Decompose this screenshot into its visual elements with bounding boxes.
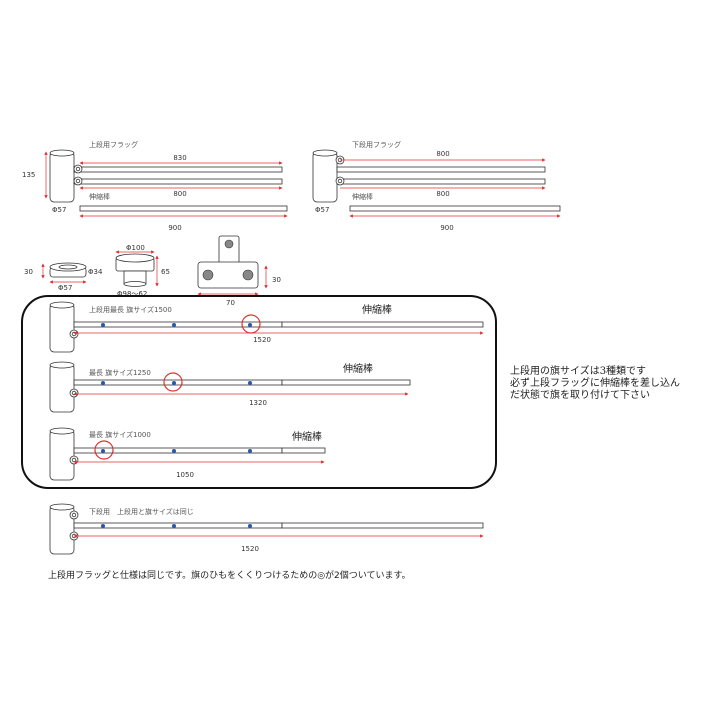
config-1250 bbox=[49, 361, 411, 413]
telescopic-right-label: 伸縮棒 bbox=[352, 192, 373, 201]
pin-hole bbox=[172, 449, 176, 453]
upper-flag-bottom-bar bbox=[73, 178, 283, 185]
lower-config-label: 下段用 上段用と旗サイズは同じ bbox=[89, 507, 194, 516]
config-1250-length: 1320 bbox=[249, 399, 267, 407]
pin-hole bbox=[248, 449, 252, 453]
bracket-part-height: 30 bbox=[272, 276, 281, 284]
config-1250-rod-label: 伸縮棒 bbox=[343, 362, 373, 375]
config-1500-rod-label: 伸縮棒 bbox=[362, 303, 392, 316]
lower-config-length: 1520 bbox=[241, 545, 259, 553]
cap-part-bottom-diameter: Φ98～62 bbox=[117, 290, 147, 298]
side-note-line-3: だ状態で旗を取り付けて下さい bbox=[510, 388, 650, 401]
config-1000 bbox=[49, 427, 326, 481]
bracket-part bbox=[197, 235, 268, 296]
config-1000-rod-label: 伸縮棒 bbox=[292, 430, 322, 443]
telescopic-left-label: 伸縮棒 bbox=[89, 192, 110, 201]
cap-part-height: 65 bbox=[161, 268, 170, 276]
telescopic-right-length: 900 bbox=[440, 224, 453, 232]
config-1500 bbox=[49, 301, 484, 353]
selected-hole-highlight bbox=[94, 440, 114, 460]
config-1000-label: 最長 旗サイズ1000 bbox=[89, 430, 151, 439]
pin-hole bbox=[248, 524, 252, 528]
lower-flag-label: 下段用フラッグ bbox=[352, 140, 401, 149]
telescopic-rod-left bbox=[79, 205, 288, 212]
lower-flag-post bbox=[312, 151, 338, 203]
upper-flag-ring-inner-icon bbox=[75, 166, 81, 172]
upper-flag-height: 135 bbox=[22, 171, 35, 179]
upper-flag-diameter: Φ57 bbox=[52, 206, 66, 214]
pin-hole bbox=[172, 524, 176, 528]
lower-flag-top-bar bbox=[336, 166, 546, 173]
upper-flag-post bbox=[49, 151, 75, 203]
lower-flag-post-top bbox=[312, 149, 338, 157]
pin-hole bbox=[248, 381, 252, 385]
lower-flag-diameter: Φ57 bbox=[315, 206, 329, 214]
upper-flag-top-length: 830 bbox=[173, 154, 186, 162]
telescopic-left-length: 900 bbox=[168, 224, 181, 232]
ring-part bbox=[41, 262, 87, 284]
side-note-line-1: 上段用の旗サイズは3種類です bbox=[510, 364, 646, 377]
lower-config bbox=[49, 503, 484, 555]
side-note-line-2: 必ず上段フラッグに伸縮棒を差し込ん bbox=[510, 376, 680, 389]
lower-flag-bottom-length: 800 bbox=[436, 190, 449, 198]
config-1250-label: 最長 旗サイズ1250 bbox=[89, 368, 151, 377]
lower-flag-top-length: 800 bbox=[436, 150, 449, 158]
config-1500-label: 上段用最長 旗サイズ1500 bbox=[89, 305, 172, 314]
ring-part-outer-diameter: Φ57 bbox=[58, 284, 72, 292]
pin-hole bbox=[101, 381, 105, 385]
ring-part-height: 30 bbox=[24, 268, 33, 276]
cap-part bbox=[115, 250, 159, 287]
pin-hole bbox=[172, 323, 176, 327]
config-1000-length: 1050 bbox=[176, 471, 194, 479]
pin-hole bbox=[172, 381, 176, 385]
upper-flag-label: 上段用フラッグ bbox=[89, 140, 138, 149]
cap-part-top-diameter: Φ100 bbox=[126, 244, 145, 252]
upper-flag-bottom-length: 800 bbox=[173, 190, 186, 198]
pin-hole bbox=[101, 524, 105, 528]
pin-hole bbox=[101, 449, 105, 453]
upper-flag-top-bar bbox=[73, 166, 283, 173]
telescopic-rod-right bbox=[349, 205, 561, 212]
lower-flag-bottom-bar bbox=[336, 178, 546, 185]
footer-note: 上段用フラッグと仕様は同じです。旗のひもをくくりつけるための◎が2個ついています… bbox=[48, 569, 411, 581]
pin-hole bbox=[101, 323, 105, 327]
configurations-frame bbox=[21, 295, 497, 489]
selected-hole-highlight bbox=[163, 372, 183, 392]
config-1500-length: 1520 bbox=[253, 336, 271, 344]
upper-flag-ring-inner-icon bbox=[75, 178, 81, 184]
ring-part-inner-diameter: Φ34 bbox=[88, 268, 103, 276]
upper-flag-drawing bbox=[44, 149, 283, 203]
bracket-part-width: 70 bbox=[226, 299, 235, 307]
lower-flag-drawing bbox=[312, 149, 546, 203]
pin-hole bbox=[248, 323, 252, 327]
lower-flag-ring-inner-icon bbox=[337, 178, 343, 184]
upper-flag-post-top bbox=[49, 149, 75, 157]
